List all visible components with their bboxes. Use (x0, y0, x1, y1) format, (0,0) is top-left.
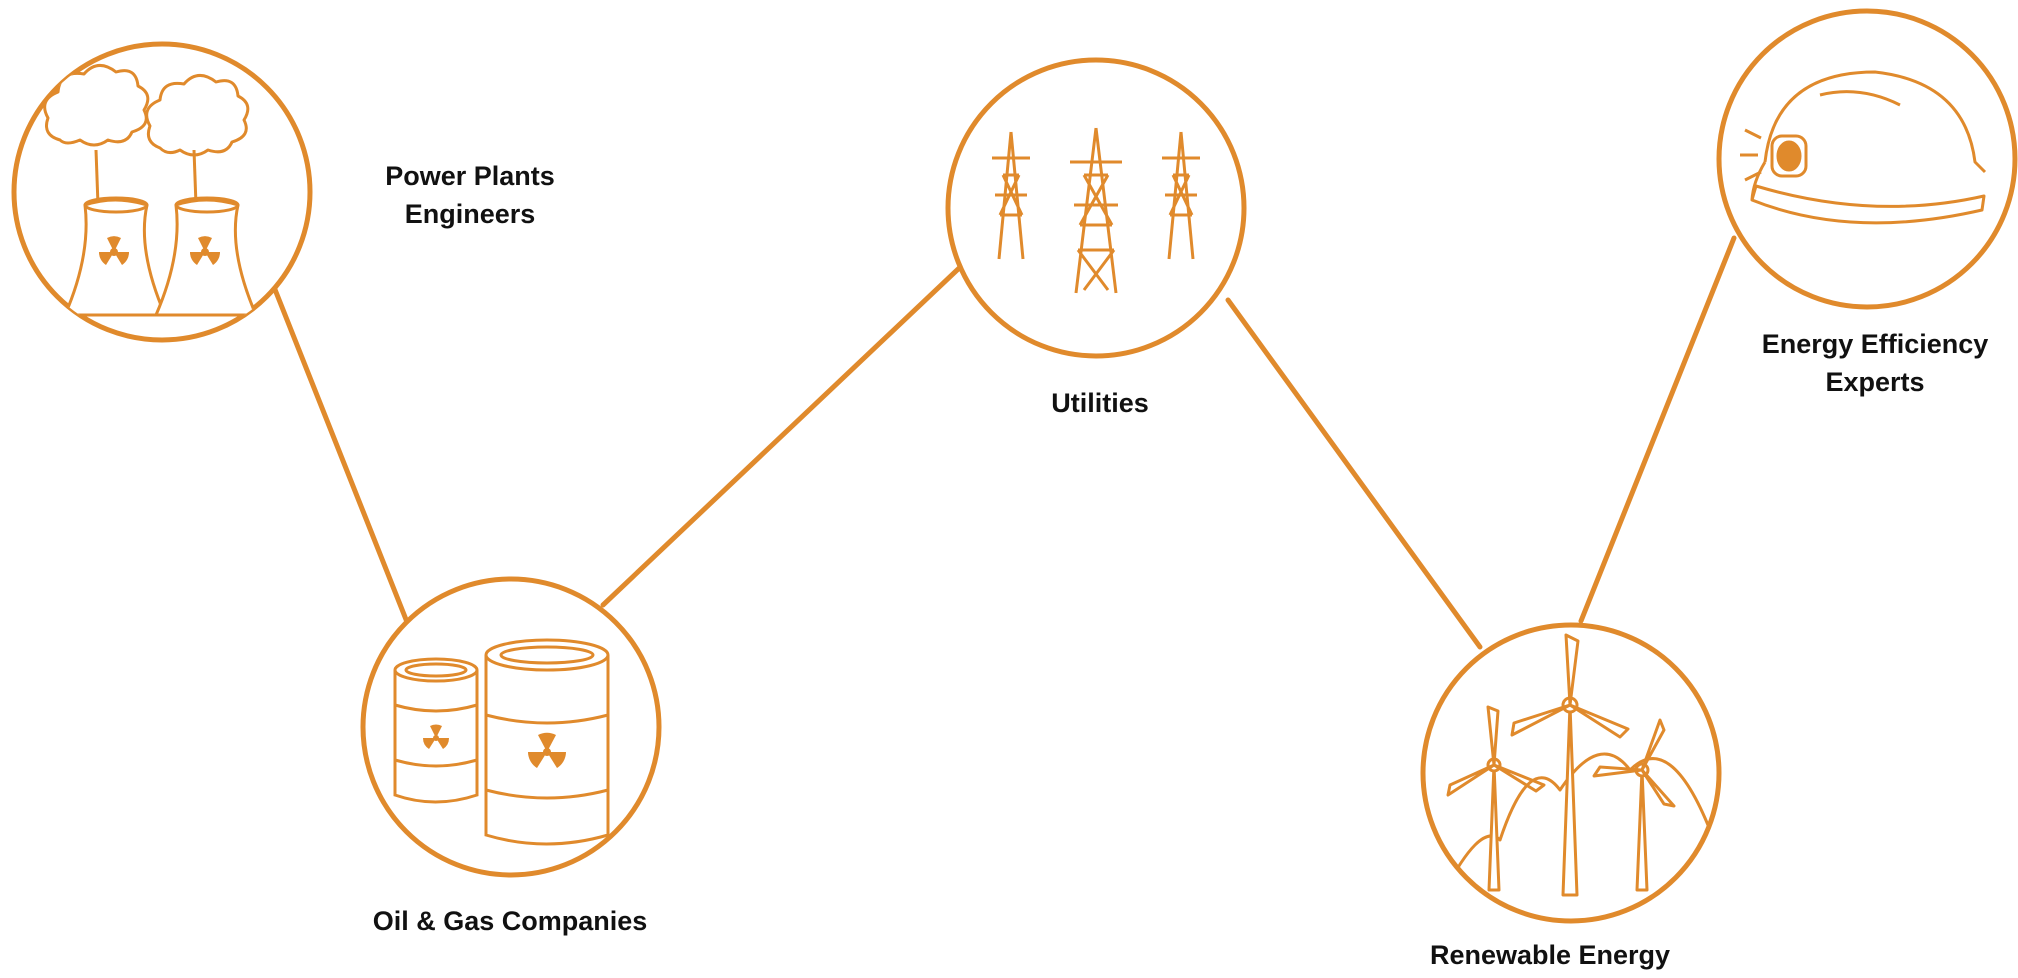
node-label-utilities: Utilities (1000, 384, 1200, 422)
node-oil-gas (360, 576, 662, 878)
connectors (271, 235, 1737, 650)
cooling-towers-icon (43, 64, 258, 317)
connector-utilities-renewable (1225, 297, 1483, 650)
node-renewable (1420, 622, 1722, 924)
label-line: Experts (1825, 367, 1925, 397)
node-label-renewable: Renewable Energy (1400, 936, 1700, 974)
node-label-efficiency: Energy Efficiency Experts (1740, 325, 2010, 401)
node-utilities (945, 57, 1247, 359)
transmission-towers-icon (992, 127, 1200, 294)
node-power-plants (11, 41, 313, 343)
connector-oil-utilities (600, 251, 977, 608)
node-label-power-plants: Power Plants Engineers (330, 157, 610, 233)
node-circle (945, 57, 1247, 359)
label-line: Oil & Gas Companies (372, 906, 648, 936)
node-efficiency (1716, 8, 2018, 310)
label-line: Utilities (1051, 388, 1149, 418)
connector-renewable-efficiency (1578, 235, 1737, 624)
label-line: Power Plants (385, 161, 555, 191)
barrels-icon (393, 638, 610, 846)
label-line: Energy Efficiency (1761, 329, 1989, 359)
wind-turbines-icon (1438, 633, 1712, 901)
label-line: Renewable Energy (1429, 940, 1671, 970)
label-line: Engineers (404, 199, 536, 229)
node-label-oil-gas: Oil & Gas Companies (330, 902, 690, 940)
hard-hat-icon (1740, 70, 1987, 225)
connector-power-oil (271, 284, 410, 625)
